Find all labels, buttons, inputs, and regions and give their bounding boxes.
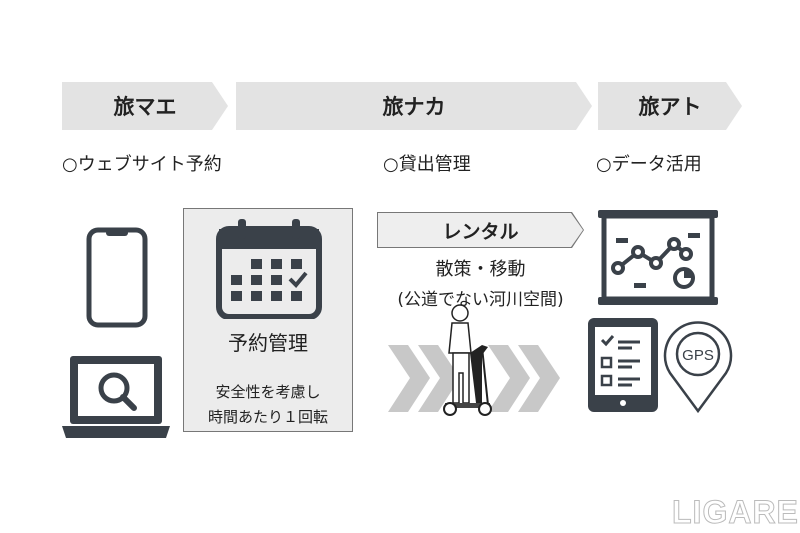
smartphone-icon: [86, 227, 148, 328]
phase-label: 旅マエ: [113, 95, 177, 119]
rental-line2: (公道でない河川空間): [397, 290, 564, 310]
subheading-data-use: ○データ活用: [596, 154, 702, 175]
rental-line1: 散策・移動: [435, 259, 526, 280]
phase-during: 旅ナカ: [236, 82, 592, 130]
analytics-board-icon: [598, 210, 718, 305]
phase-before: 旅マエ: [62, 82, 228, 130]
phase-label: 旅ナカ: [382, 95, 446, 119]
reservation-title: 予約管理: [228, 331, 308, 355]
person-on-mobility-icon: [443, 304, 492, 416]
tablet-checklist-icon: [588, 318, 658, 412]
phase-after: 旅アト: [598, 82, 742, 130]
ligare-watermark: LIGARE: [672, 494, 799, 531]
gps-pin-icon: GPS: [663, 321, 733, 414]
reservation-note-1: 安全性を考慮し: [215, 383, 321, 401]
gps-label: GPS: [682, 347, 714, 364]
phase-label: 旅アト: [638, 95, 702, 119]
chevron-arrows: [388, 345, 560, 412]
laptop-search-icon: [62, 356, 170, 438]
subheading-rental-management: ○貸出管理: [383, 154, 471, 175]
rental-label: レンタル: [378, 213, 583, 247]
rental-arrow: レンタル: [377, 212, 584, 248]
reservation-note-2: 時間あたり１回転: [207, 408, 328, 426]
calendar-check-icon: [216, 219, 322, 319]
subheading-web-reservation: ○ウェブサイト予約: [62, 154, 222, 175]
reservation-management-box: 予約管理 安全性を考慮し 時間あたり１回転: [183, 208, 353, 432]
